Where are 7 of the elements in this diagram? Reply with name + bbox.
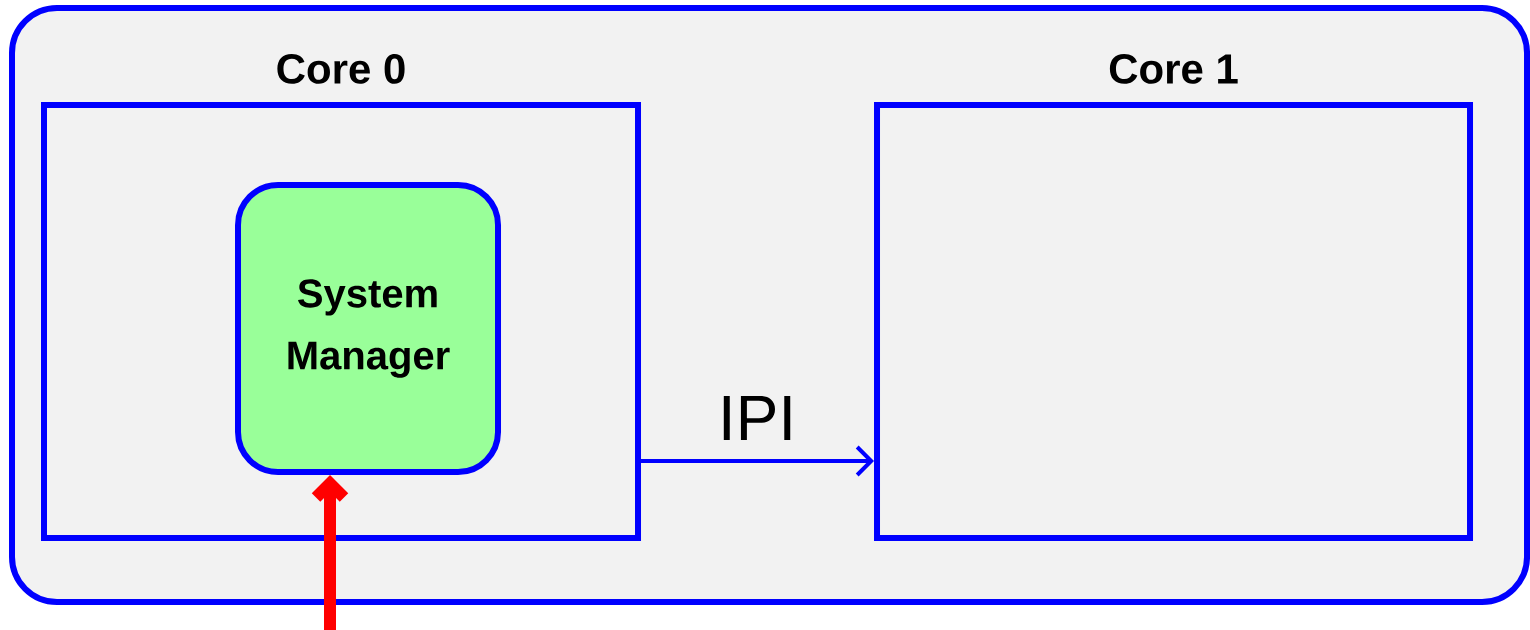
node-label: Core 1	[1109, 54, 1238, 84]
node-label: Core 0	[277, 54, 405, 84]
edge-label: IPI	[715, 394, 799, 442]
arrow	[641, 445, 874, 477]
core-box: Core 1	[874, 54, 1473, 541]
arrow	[311, 475, 349, 630]
process-box: System Manager	[235, 182, 501, 475]
